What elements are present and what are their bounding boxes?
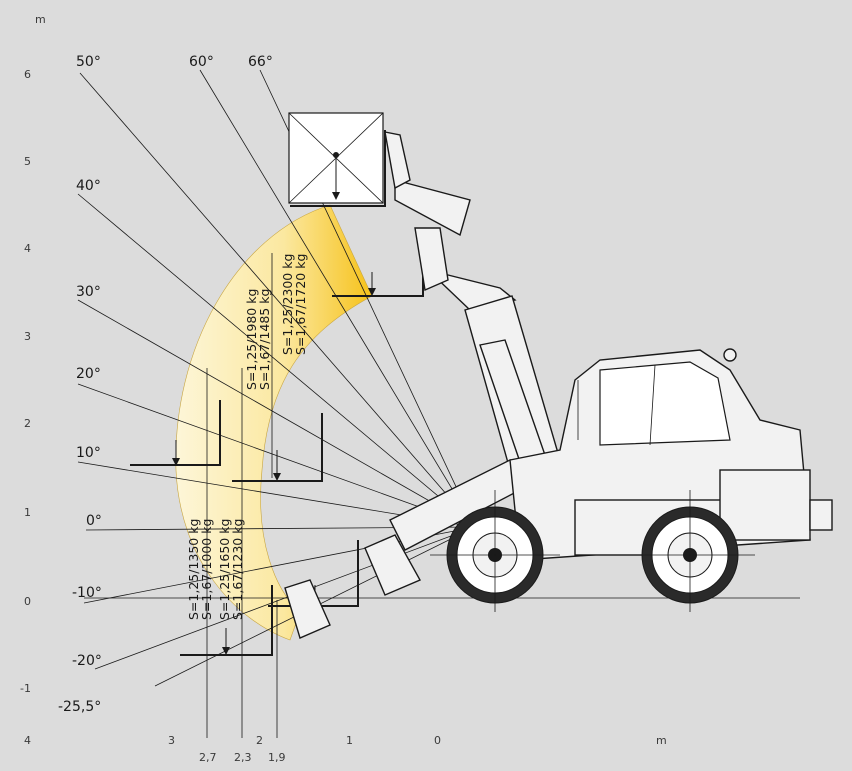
load-box	[288, 112, 384, 204]
x-tick-3: 3	[168, 734, 175, 747]
angle-label-50: 50°	[76, 54, 101, 70]
svg-text:S=1,67/1485 kg: S=1,67/1485 kg	[257, 289, 272, 390]
x-tick-4: 4	[24, 734, 31, 747]
x-axis-unit: m	[656, 734, 667, 747]
angle-label-minus20: -20°	[72, 653, 102, 669]
svg-text:S=1,67/1230 kg: S=1,67/1230 kg	[230, 519, 245, 620]
y-tick-6: 6	[24, 68, 31, 81]
x-tick-0: 0	[434, 734, 441, 747]
marker-tick-2-7: 2,7	[199, 751, 217, 764]
svg-text:S=1,25/1980 kg: S=1,25/1980 kg	[244, 289, 259, 390]
marker-tick-2-3: 2,3	[234, 751, 252, 764]
svg-text:S=1,25/1350 kg: S=1,25/1350 kg	[186, 519, 201, 620]
angle-label-40: 40°	[76, 178, 101, 194]
load-label-outer: S=1,25/1350 kg S=1,67/1000 kg	[186, 519, 214, 620]
svg-text:S=1,25/1650 kg: S=1,25/1650 kg	[217, 519, 232, 620]
y-tick-2: 2	[24, 417, 31, 430]
svg-text:S=1,67/1720 kg: S=1,67/1720 kg	[293, 254, 308, 355]
y-tick-minus1: -1	[20, 682, 31, 695]
y-tick-4: 4	[24, 242, 31, 255]
engine-hood	[719, 469, 811, 541]
rear-wheel	[625, 490, 755, 612]
marker-tick-1-9: 1,9	[268, 751, 286, 764]
y-tick-1: 1	[24, 506, 31, 519]
load-zone-band	[175, 204, 373, 641]
x-tick-1: 1	[346, 734, 353, 747]
front-wheel	[430, 490, 560, 612]
svg-text:S=1,25/2300 kg: S=1,25/2300 kg	[280, 254, 295, 355]
telescopic-boom	[384, 131, 561, 471]
angle-label-minus10: -10°	[72, 585, 102, 601]
rear-hitch	[809, 499, 833, 531]
angle-label-66: 66°	[248, 54, 273, 70]
loader-machine	[509, 348, 833, 561]
svg-text:S=1,67/1000 kg: S=1,67/1000 kg	[199, 519, 214, 620]
y-tick-0: 0	[24, 595, 31, 608]
angle-label-0: 0°	[86, 513, 102, 529]
load-label-inner-high: S=1,25/2300 kg S=1,67/1720 kg	[280, 254, 308, 355]
y-tick-5: 5	[24, 155, 31, 168]
y-tick-3: 3	[24, 330, 31, 343]
angle-label-10: 10°	[76, 445, 101, 461]
angle-label-60: 60°	[189, 54, 214, 70]
angle-label-30: 30°	[76, 284, 101, 300]
angle-label-minus25-5: -25,5°	[58, 699, 101, 715]
beacon-light	[723, 348, 737, 362]
load-label-middle-low: S=1,25/1650 kg S=1,67/1230 kg	[217, 519, 245, 620]
y-axis-unit: m	[35, 13, 46, 26]
angle-label-20: 20°	[76, 366, 101, 382]
load-label-middle-high: S=1,25/1980 kg S=1,67/1485 kg	[244, 289, 272, 390]
x-tick-2: 2	[256, 734, 263, 747]
